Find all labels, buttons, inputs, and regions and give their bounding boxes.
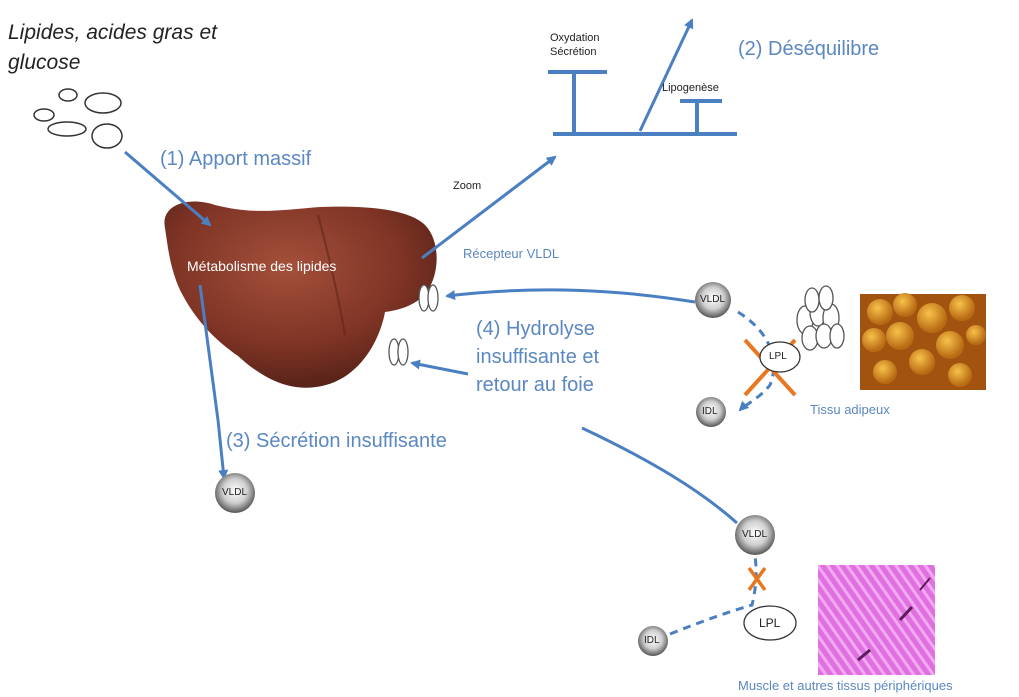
- balance-left-line1: Oxydation: [550, 32, 600, 44]
- idl-label: IDL: [702, 406, 718, 417]
- muscle-tissue-image: [818, 565, 935, 675]
- nutrient-droplets-icon: [34, 89, 122, 148]
- diagram-title: Lipides, acides gras et glucose: [8, 18, 268, 78]
- adipose-tissue-label: Tissu adipeux: [810, 402, 890, 417]
- step-desequilibre-label: (2) Déséquilibre: [738, 38, 879, 61]
- muscle-dashed-path: [670, 555, 756, 634]
- vldl-return-arrow: [447, 290, 695, 302]
- desequilibre-arrow: [640, 20, 692, 131]
- step-apport-label: (1) Apport massif: [160, 148, 311, 171]
- lpl-label-2: LPL: [759, 616, 780, 630]
- balance-right-label: Lipogenèse: [662, 82, 719, 94]
- vldl-receptor-icon-2: [389, 339, 408, 365]
- step-secretion-label: (3) Sécrétion insuffisante: [226, 430, 447, 453]
- zoom-label: Zoom: [453, 180, 481, 192]
- zoom-arrow: [422, 157, 555, 258]
- adipose-tissue-image: [860, 293, 986, 390]
- muscle-vldl-line: [582, 428, 737, 523]
- adipocyte-cluster-icon: [797, 286, 844, 350]
- step-hydrolyse-line2: insuffisante et: [476, 346, 599, 369]
- lpl-label: LPL: [769, 351, 787, 362]
- liver-label: Métabolisme des lipides: [187, 258, 336, 274]
- idl-label-2: IDL: [644, 635, 660, 646]
- step-hydrolyse-line3: retour au foie: [476, 374, 594, 397]
- inhibition-cross-icon-2: [749, 568, 765, 590]
- vldl-label-3: VLDL: [742, 529, 767, 540]
- vldl-label: VLDL: [700, 294, 725, 305]
- vldl-label-2: VLDL: [222, 487, 247, 498]
- hydrolyse-return-arrow: [412, 363, 468, 374]
- muscle-tissue-label: Muscle et autres tissus périphériques: [738, 678, 953, 693]
- balance-left-line2: Sécrétion: [550, 46, 596, 58]
- step-hydrolyse-line1: (4) Hydrolyse: [476, 318, 595, 341]
- receptor-label: Récepteur VLDL: [463, 246, 559, 261]
